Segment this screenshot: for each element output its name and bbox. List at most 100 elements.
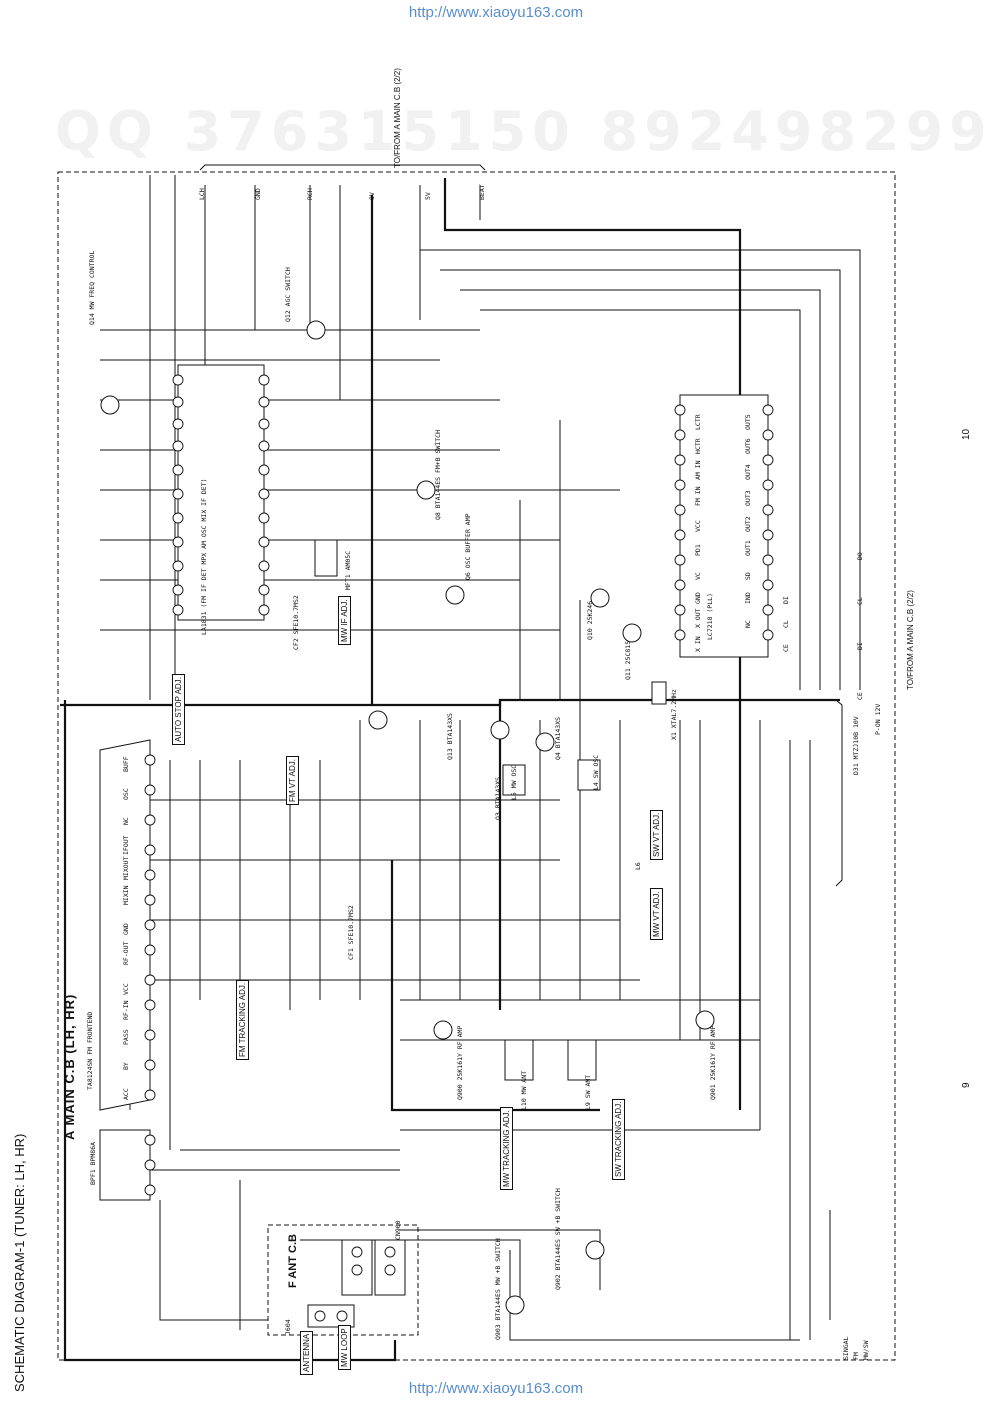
bottom-connector-bracket — [835, 699, 843, 887]
conn-top-8v: 8V — [368, 192, 376, 200]
ic3-label: LC7218 (PLL) — [706, 593, 714, 640]
part-q902: Q902 BTA144ES SW +B SWITCH — [554, 1188, 562, 1290]
ic3-pins — [674, 404, 774, 641]
conn-top-rch: RCH — [306, 188, 314, 200]
signal-wiring — [99, 175, 861, 1341]
part-l6: L6 — [634, 862, 642, 870]
ic2-pins — [172, 374, 270, 616]
adj-sw-vt: SW VT ADJ. — [650, 809, 663, 860]
part-q14: Q14 MW FREQ CONTROL — [88, 251, 96, 325]
adj-fm-vt: FM VT ADJ. — [286, 756, 299, 805]
ic1-pin-acc: ACC — [122, 1088, 130, 1100]
ic1-pin-pass: PASS — [122, 1029, 130, 1045]
ic3-body — [679, 394, 769, 658]
adj-fm-tracking: FM TRACKING ADJ. — [236, 979, 249, 1060]
conn-bot-do: DO — [856, 552, 864, 560]
part-l10: L10 MW ANT — [520, 1071, 528, 1110]
part-l5: L5 MW OSC — [510, 765, 518, 800]
connector-j604 — [307, 1304, 355, 1328]
ic1-pin-nc: NC — [122, 817, 130, 825]
bpf1-body — [99, 1129, 151, 1201]
ic3-pin-nc: NC — [744, 620, 752, 628]
ic3-pin-xout: X OUT — [694, 608, 702, 628]
part-j604: J604 — [284, 1319, 292, 1335]
power-rail-lower — [390, 860, 600, 1112]
ic3-pin-out5: OUT5 — [744, 414, 752, 430]
ic1-pin-vcc: VCC — [122, 983, 130, 995]
watermark-qq: QQ 376315150 892498299 — [55, 100, 992, 163]
conn-bot-pon: P-ON 12V — [874, 704, 882, 735]
part-q11: Q11 25C815 — [624, 641, 632, 680]
part-q6: Q6 OSC BUFFER AMP — [464, 513, 472, 580]
top-connector-bracket — [199, 164, 486, 171]
ic1-pin-gnd: GND — [122, 923, 130, 935]
crystal-x1 — [651, 681, 667, 705]
ic3-pin-xin: X IN — [694, 636, 702, 652]
label-mw-loop: MW LOOP — [338, 1325, 351, 1370]
ic3-pin-cl: CL — [782, 620, 790, 628]
part-q8: Q8 BTA144ES FM+B SWITCH — [434, 430, 442, 520]
ic3-pin-out3: OUT3 — [744, 490, 752, 506]
ic3-pin-out1: OUT1 — [744, 540, 752, 556]
conn-top-5v: 5V — [424, 192, 432, 200]
ic3-pin-fmin: FM IN — [694, 486, 702, 506]
ic3-pin-hctr: HCTR — [694, 438, 702, 454]
ic3-pin-vcc: VCC — [694, 520, 702, 532]
ic2-body — [177, 364, 265, 621]
ic1-pin-rfout: RF-OUT — [122, 941, 130, 965]
watermark-url-top[interactable]: http://www.xiaoyu163.com — [408, 4, 584, 21]
adj-mw-vt: MW VT ADJ. — [650, 888, 663, 940]
page-number-left: 9 — [961, 1082, 972, 1088]
part-q900: Q900 25K161Y RF AMP — [456, 1026, 464, 1100]
ic3-pin-ce: CE — [782, 644, 790, 652]
ic3-pin-out6: OUT6 — [744, 438, 752, 454]
ic1-pin-mixout: MIXOUT — [122, 856, 130, 880]
schematic-title: SCHEMATIC DIAGRAM-1 (TUNER: LH, HR) — [12, 1133, 27, 1392]
part-cn900: CN900 — [394, 1220, 402, 1240]
ant-board-outline — [267, 1224, 419, 1336]
part-cf2: CF2 SFE10.7MS2 — [292, 595, 300, 650]
ic1-pin-by: BY — [122, 1062, 130, 1070]
adj-auto-stop: AUTO STOP ADJ. — [172, 674, 185, 745]
coil-symbols — [314, 539, 601, 1081]
connector-cn900 — [341, 1239, 406, 1296]
ic1-pin-mixin: MIXIN — [122, 885, 130, 905]
part-q12: Q12 AGC SWITCH — [284, 267, 292, 322]
adj-sw-tracking: SW TRACKING ADJ. — [612, 1098, 625, 1180]
part-x1: X1 XTAL7.2MHz — [670, 689, 678, 740]
adj-mw-if: MW IF ADJ. — [338, 596, 351, 645]
transistor-symbols — [100, 320, 715, 1315]
watermark-url-bottom[interactable]: http://www.xiaoyu163.com — [408, 1380, 584, 1397]
part-d31: D31 MTZJ10B 10V — [852, 716, 860, 775]
ic3-pin-vc: VC — [694, 572, 702, 580]
part-q901: Q901 25K161Y RF AMP — [709, 1026, 717, 1100]
ic1-label: TA8124SN FM FRONTEND — [86, 1012, 94, 1090]
part-q13: Q13 BTA143XS — [446, 713, 454, 760]
tofrom-label-bottom: TO/FROM A MAIN C.B (2/2) — [906, 590, 915, 690]
ic3-pin-di: DI — [782, 596, 790, 604]
ic2-label: LA1831 (FM IF DET MPX AM OSC MIX IF DET) — [200, 478, 208, 635]
conn-bot-ce: CE — [856, 692, 864, 700]
legend-signal: SINGAL — [842, 1336, 850, 1360]
legend-fm: FM — [852, 1352, 860, 1360]
ic3-pin-out2: OUT2 — [744, 516, 752, 532]
part-l4: L4 SW OSC — [592, 755, 600, 790]
ic3-pin-lctr: LCTR — [694, 414, 702, 430]
ic1-pin-ifout: IFOUT — [122, 835, 130, 855]
part-cf1: CF1 SFE10.7MS2 — [347, 905, 355, 960]
part-bpf1: BPF1 BPM86A — [89, 1142, 97, 1185]
conn-top-gnd: GND — [254, 188, 262, 200]
conn-top-lch: LCH — [198, 188, 206, 200]
ic1-pins — [144, 754, 156, 1101]
main-board-outline — [57, 171, 896, 1361]
legend-mwsw: MW/SW — [862, 1340, 870, 1360]
page-number-right: 10 — [961, 428, 972, 440]
ic3-pin-gnd: GND — [694, 592, 702, 604]
ic3-pin-amin: AM IN — [694, 460, 702, 480]
part-q903: Q903 BTA144ES MW +B SWITCH — [494, 1238, 502, 1340]
ic1-pin-rfin: RF-IN — [122, 1000, 130, 1020]
part-q4: Q4 BTA143XS — [554, 717, 562, 760]
part-l9: L9 SW ANT — [584, 1075, 592, 1110]
ant-board-label: F ANT C.B — [287, 1234, 299, 1288]
